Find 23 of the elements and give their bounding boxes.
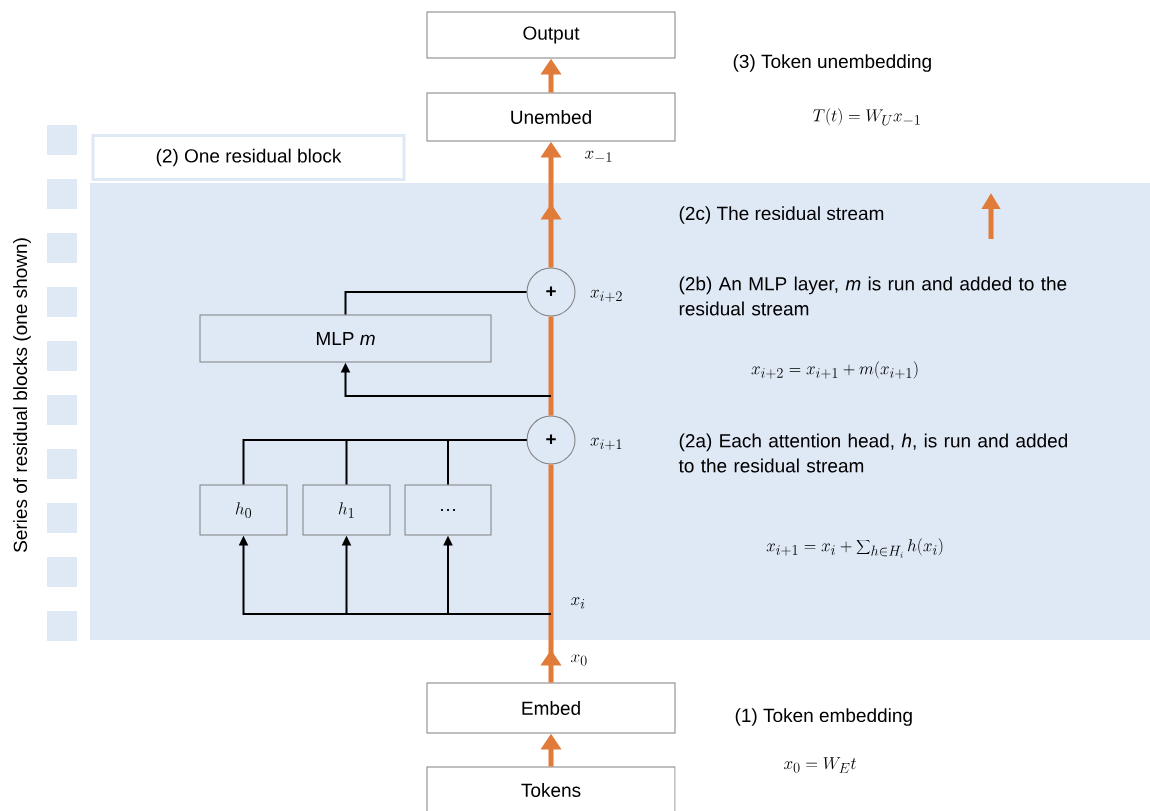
math-label: $x_0$: [571, 654, 587, 666]
process-box: Embed: [426, 682, 676, 734]
process-box: MLP m: [199, 314, 492, 363]
process-box: …: [404, 484, 492, 536]
description-text: (1) Token embedding: [735, 708, 912, 726]
process-box: Tokens: [426, 766, 676, 811]
description-text: (2c) The residual stream: [679, 206, 884, 224]
process-box: $h_0$: [199, 484, 288, 536]
math-label: $x_{i+2} = x_{i+1} + m(x_{i+1})$: [751, 361, 918, 379]
process-box: Unembed: [426, 92, 676, 142]
math-label: $x_{i+1}$: [590, 437, 622, 451]
description-text: (3) Token unembedding: [733, 54, 931, 72]
process-box: Output: [426, 11, 676, 59]
description-text: (2b) An MLP layer, m is run and added to the residual stream: [679, 276, 1067, 316]
math-label: $x_0 = W_E t$: [783, 757, 856, 773]
math-label: $x_i$: [571, 597, 585, 609]
formula: $x_{i+1} = x_i + \sum\nolimits_{h\in H_i} h(x_i)$: [766, 538, 943, 558]
math-label: $x_{i+2}$: [590, 289, 622, 303]
description-text: (2a) Each attention head, h, is run and added to the residual stream: [678, 433, 1068, 473]
heading-tab: (2) One residual block: [91, 134, 406, 181]
math-label: $T(t) = W_U x_{-1}$: [813, 108, 920, 126]
process-box: $h_1$: [302, 484, 391, 536]
side-label: Series of residual blocks (one shown): [13, 238, 31, 553]
